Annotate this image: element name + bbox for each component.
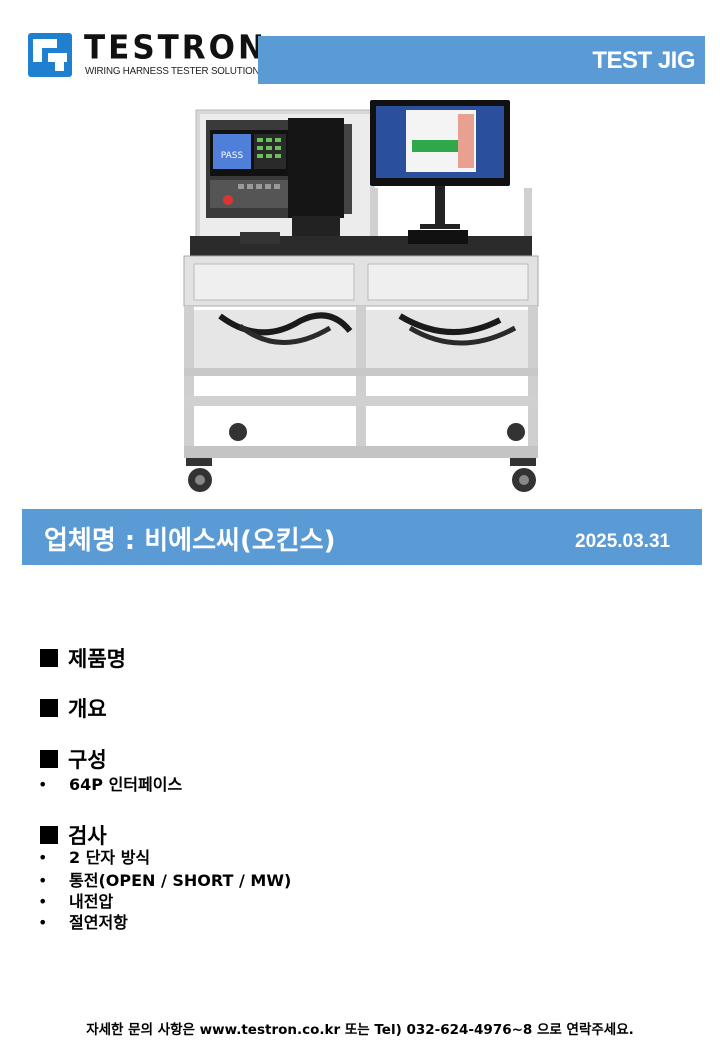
square-bullet-icon: [40, 826, 58, 844]
document-date: 2025.03.31: [575, 531, 671, 552]
company-banner: 업체명 : 비에스씨(오킨스) 2025.03.31: [22, 509, 702, 565]
bullet-icon: •: [38, 775, 48, 794]
list-item: •절연저항: [38, 913, 128, 932]
company-name: 업체명 : 비에스씨(오킨스): [44, 526, 336, 556]
section-title: 제품명: [68, 647, 126, 671]
category-banner: TEST JIG: [258, 36, 705, 84]
brand-tagline: WIRING HARNESS TESTER SOLUTIONS: [85, 65, 266, 77]
section-title: 검사: [68, 824, 107, 848]
section-inspection: 검사: [40, 820, 107, 850]
section-configuration: 구성: [40, 744, 107, 774]
list-item: •내전압: [38, 892, 114, 911]
bullet-icon: •: [38, 871, 48, 890]
section-title: 개요: [68, 697, 107, 721]
square-bullet-icon: [40, 699, 58, 717]
list-item: •64P 인터페이스: [38, 775, 183, 794]
square-bullet-icon: [40, 649, 58, 667]
section-product-name: 제품명: [40, 643, 126, 673]
square-bullet-icon: [40, 750, 58, 768]
product-photo: PASS: [183, 100, 539, 492]
tester-screen-text: PASS: [221, 151, 244, 161]
bullet-icon: •: [38, 892, 48, 911]
testron-logo-icon: [28, 33, 72, 77]
brand-name: TESTRON: [84, 29, 267, 67]
list-item: •2 단자 방식: [38, 848, 151, 867]
bullet-icon: •: [38, 848, 48, 867]
bullet-icon: •: [38, 913, 48, 932]
section-title: 구성: [68, 748, 107, 772]
list-item: •통전(OPEN / SHORT / MW): [38, 871, 292, 890]
section-overview: 개요: [40, 693, 107, 723]
category-label: TEST JIG: [592, 47, 695, 74]
testron-logo: TESTRON WIRING HARNESS TESTER SOLUTIONS: [28, 29, 266, 82]
contact-footer: 자세한 문의 사항은 www.testron.co.kr 또는 Tel) 032…: [86, 1022, 634, 1038]
